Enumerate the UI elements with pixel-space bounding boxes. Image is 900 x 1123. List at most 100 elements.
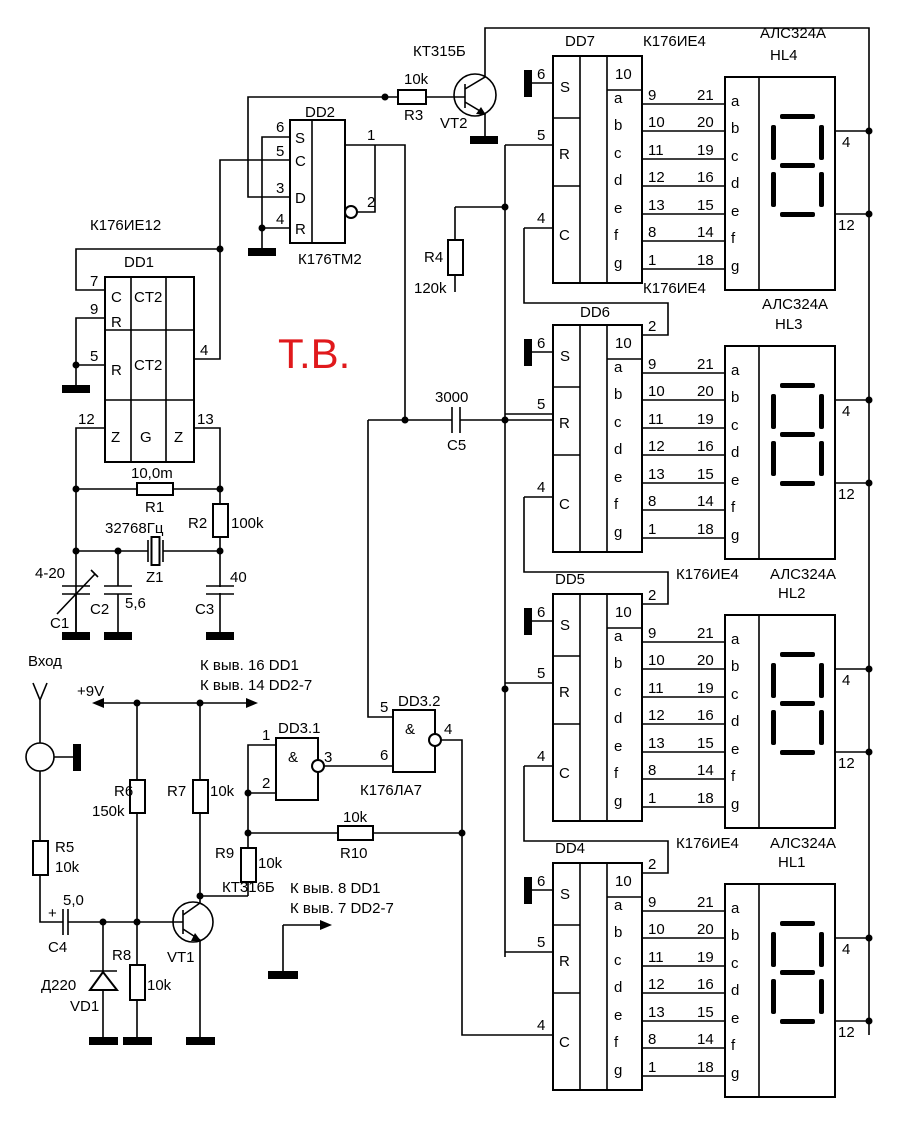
segment-letter: b xyxy=(614,924,622,941)
segment-letter: c xyxy=(614,683,622,700)
pin-label: 20 xyxy=(697,652,714,669)
vd1-ref: VD1 xyxy=(70,998,99,1015)
pin-label: 14 xyxy=(697,493,714,510)
carry-wire xyxy=(523,497,669,605)
pin-label: 4 xyxy=(537,479,545,496)
r10-ref: R10 xyxy=(340,845,368,862)
resistor-r2 xyxy=(212,503,229,538)
r5-ref: R5 xyxy=(55,839,74,856)
ground-icon xyxy=(524,608,532,635)
inversion-bubble xyxy=(428,733,442,747)
resistor-r4 xyxy=(447,239,464,276)
display-name: HL4 xyxy=(770,47,798,64)
pin-label: 10 xyxy=(648,652,665,669)
counter-name: DD6 xyxy=(580,304,610,321)
segment-letter: e xyxy=(614,469,622,486)
segment-letter: d xyxy=(614,710,622,727)
pin-label: 21 xyxy=(697,625,714,642)
pin-label: 19 xyxy=(697,411,714,428)
counter-chip xyxy=(552,593,643,822)
display-name: HL3 xyxy=(775,316,803,333)
dd2-type: К176ТМ2 xyxy=(298,251,362,268)
pin-label: 16 xyxy=(697,707,714,724)
pin-label: 15 xyxy=(697,735,714,752)
display-segment-letter: e xyxy=(731,203,739,220)
dd1-counter: К176ИЕ12 DD1 C CT2 R R CT2 Z G Z 7 9 5 4… xyxy=(62,159,290,635)
display-segment-letter: d xyxy=(731,713,739,730)
pin-label: 5 xyxy=(537,665,545,682)
pin-label: 3 xyxy=(324,749,332,766)
pin-label: 1 xyxy=(648,252,656,269)
pin-label: 3 xyxy=(276,180,284,197)
segment-letter: a xyxy=(614,359,623,376)
counter-cell-10: 10 xyxy=(615,335,632,352)
counter-chip xyxy=(552,862,643,1091)
segment-letter: c xyxy=(614,414,622,431)
segment-letter: f xyxy=(614,227,619,244)
digit-segment-g xyxy=(780,432,815,437)
digit-segment-a xyxy=(780,383,815,388)
counter-name: DD7 xyxy=(565,33,595,50)
dd2-name: DD2 xyxy=(305,104,335,121)
oscillator-network: 10,0m R1 R2 100k 32768Гц Z1 4-20 C1 C2 5… xyxy=(35,465,264,640)
trimmer-capacitor-c1 xyxy=(56,569,99,635)
pin-label: 12 xyxy=(838,755,855,772)
r9-ref: R9 xyxy=(215,845,234,862)
pin-label: 12 xyxy=(648,707,665,724)
display-type: АЛС324А xyxy=(760,25,826,42)
pin-label: 13 xyxy=(648,197,665,214)
pin-label: 5 xyxy=(537,396,545,413)
segment-letter: d xyxy=(614,172,622,189)
counter-cell-c: C xyxy=(559,227,570,244)
ground-icon xyxy=(524,70,532,97)
pin-label: 10 xyxy=(648,383,665,400)
display-name: HL1 xyxy=(778,854,806,871)
display-segment-letter: b xyxy=(731,120,739,137)
digit-segment-e xyxy=(771,172,776,207)
r6-value: 150k xyxy=(92,803,125,820)
digit-segment-f xyxy=(771,125,776,160)
digit-segment-g xyxy=(780,970,815,975)
pin-label: 13 xyxy=(197,411,214,428)
vt1-type: КТ316Б xyxy=(222,879,275,896)
digit-segment-b xyxy=(819,125,824,160)
supply-note: К выв. 14 DD2-7 xyxy=(200,677,312,694)
counter-cell-10: 10 xyxy=(615,873,632,890)
vt1-ref: VT1 xyxy=(167,949,195,966)
pin-label: 1 xyxy=(648,790,656,807)
pin-label: 13 xyxy=(648,466,665,483)
pin-label: 4 xyxy=(842,672,850,689)
dd1-cell: G xyxy=(140,429,152,446)
pin-label: 9 xyxy=(90,301,98,318)
resistor-r5 xyxy=(32,840,49,876)
counter-type: К176ИЕ4 xyxy=(676,566,739,583)
pin-label: 8 xyxy=(648,1031,656,1048)
display-segment-letter: g xyxy=(731,258,739,275)
supply-label: +9V xyxy=(77,683,104,700)
pin-label: 6 xyxy=(537,604,545,621)
dd1-cell: R xyxy=(111,314,122,331)
display-segment-letter: d xyxy=(731,982,739,999)
display-segment-letter: f xyxy=(731,499,736,516)
display-segment-letter: b xyxy=(731,658,739,675)
digit-segment-b xyxy=(819,394,824,429)
r6-ref: R6 xyxy=(114,783,133,800)
ground-note: К выв. 8 DD1 xyxy=(290,880,380,897)
seven-segment-display xyxy=(724,883,836,1098)
pin-label: 2 xyxy=(648,856,656,873)
pin-label: 1 xyxy=(367,127,375,144)
capacitor-c5 xyxy=(451,407,461,433)
display-segment-letter: a xyxy=(731,362,740,379)
pin-label: 20 xyxy=(697,921,714,938)
pin-label: 4 xyxy=(842,134,850,151)
display-name: HL2 xyxy=(778,585,806,602)
pin-label: 15 xyxy=(697,1004,714,1021)
digit-segment-e xyxy=(771,441,776,476)
c1-value: 4-20 xyxy=(35,565,65,582)
display-segment-letter: d xyxy=(731,175,739,192)
crystal-z1 xyxy=(147,536,164,566)
pin-label: 8 xyxy=(648,762,656,779)
and-symbol: & xyxy=(288,749,298,766)
